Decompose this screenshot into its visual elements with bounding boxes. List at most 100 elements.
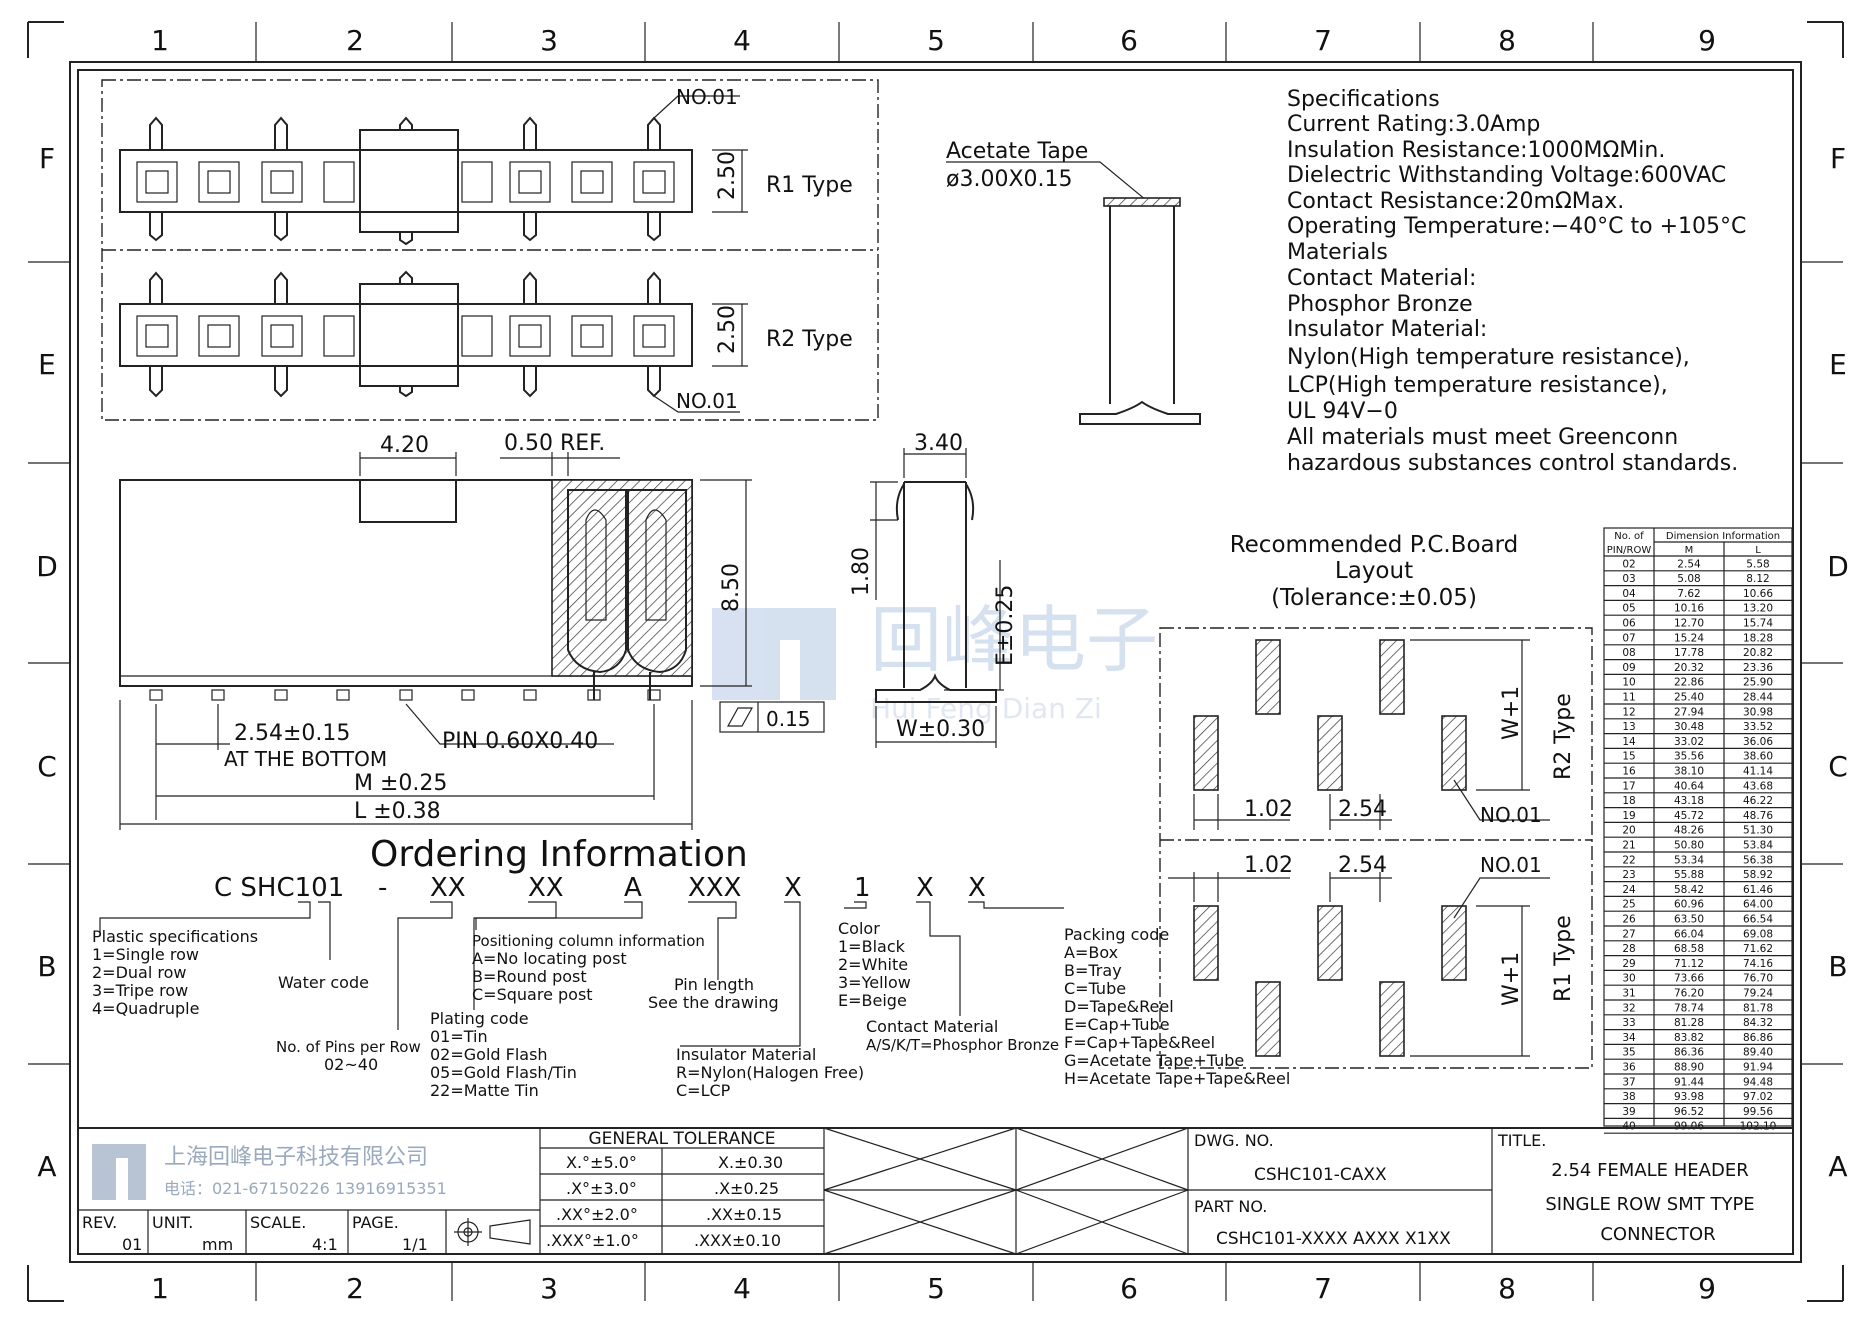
watermark-en: Hui Feng Dian Zi <box>870 692 1102 725</box>
row-label: B <box>37 950 56 983</box>
packing-line: E=Cap+Tube <box>1064 1015 1170 1034</box>
scale-label: SCALE. <box>250 1213 306 1232</box>
title-label: TITLE. <box>1497 1131 1546 1150</box>
r2-w-dim: W+1 <box>1499 686 1524 740</box>
table-cell-l: 46.22 <box>1743 795 1773 807</box>
pcb-r2-label: R2 Type <box>1551 693 1576 780</box>
company-phone: 电话：021-67150226 13916915351 <box>164 1179 447 1198</box>
tape-dim: ø3.00X0.15 <box>946 167 1073 192</box>
tol-angle: .XX°±2.0° <box>556 1205 638 1224</box>
pins-line: 02~40 <box>324 1055 378 1074</box>
table-cell-l: 58.92 <box>1743 869 1773 881</box>
row-label: D <box>1827 550 1849 583</box>
table-cell-l: 81.78 <box>1743 1002 1773 1014</box>
tape-label: Acetate Tape <box>946 139 1088 164</box>
spec-line: Nylon(High temperature resistance), <box>1287 345 1690 370</box>
tol-linear: X.±0.30 <box>718 1153 783 1172</box>
table-cell-pins: 35 <box>1622 1047 1635 1059</box>
unit-value: mm <box>202 1235 233 1254</box>
code-color: 1 <box>854 873 871 903</box>
table-cell-pins: 11 <box>1622 692 1635 704</box>
positioning-line: B=Round post <box>472 967 587 986</box>
table-cell-l: 61.46 <box>1743 884 1773 896</box>
table-cell-pins: 04 <box>1622 588 1636 600</box>
dim-340: 3.40 <box>914 431 963 456</box>
zone-labels: 1 2 3 4 5 6 7 8 9 1 2 3 4 5 6 7 8 9 F E … <box>36 24 1849 1305</box>
insulator-line: C=LCP <box>676 1081 731 1100</box>
spec-line: Contact Material: <box>1287 266 1476 291</box>
table-cell-m: 35.56 <box>1674 751 1704 763</box>
table-cell-l: 8.12 <box>1746 573 1769 585</box>
col-label: 6 <box>1120 24 1138 57</box>
plating-line: 05=Gold Flash/Tin <box>430 1063 577 1082</box>
table-cell-m: 66.04 <box>1674 928 1704 940</box>
code-pin-length: XXX <box>688 873 741 903</box>
r1-no01: NO.01 <box>1480 853 1542 877</box>
table-cell-l: 102.10 <box>1740 1121 1777 1133</box>
plating-line: Plating code <box>430 1009 529 1028</box>
unit-label: UNIT. <box>152 1213 193 1232</box>
table-cell-pins: 25 <box>1622 899 1635 911</box>
packing-line: B=Tray <box>1064 961 1122 980</box>
table-cell-m: 40.64 <box>1674 780 1704 792</box>
table-cell-pins: 02 <box>1622 558 1635 570</box>
dim-420: 4.20 <box>380 433 429 458</box>
pcb-r1-label: R1 Type <box>1551 915 1576 1002</box>
pcb-title-1: Recommended P.C.Board <box>1230 532 1519 558</box>
table-cell-l: 51.30 <box>1743 825 1773 837</box>
table-cell-m: 58.42 <box>1674 884 1704 896</box>
company-name: 上海回峰电子科技有限公司 <box>164 1145 428 1170</box>
table-cell-pins: 29 <box>1622 958 1635 970</box>
tol-angle: .X°±3.0° <box>566 1179 637 1198</box>
r1-dim-254: 2.54 <box>1338 853 1387 878</box>
table-cell-pins: 16 <box>1622 766 1636 778</box>
pin-label: PIN 0.60X0.40 <box>442 729 598 754</box>
dim-180: 1.80 <box>849 547 874 596</box>
col-label: 4 <box>733 1272 751 1305</box>
table-cell-pins: 24 <box>1622 884 1636 896</box>
r1-no01-label: NO.01 <box>676 85 738 109</box>
table-cell-pins: 08 <box>1622 647 1635 659</box>
table-cell-pins: 38 <box>1622 1091 1635 1103</box>
spec-line: Current Rating:3.0Amp <box>1287 112 1540 137</box>
plating-line: 02=Gold Flash <box>430 1045 548 1064</box>
table-head-dim: Dimension Information <box>1666 531 1780 542</box>
r2-type-label: R2 Type <box>766 327 853 352</box>
col-label: 1 <box>151 24 169 57</box>
spec-line: Dielectric Withstanding Voltage:600VAC <box>1287 163 1726 188</box>
projection-symbol-icon <box>454 1218 531 1246</box>
color-line: 1=Black <box>838 937 906 956</box>
plastic-line: Plastic specifications <box>92 927 258 946</box>
table-cell-pins: 12 <box>1622 706 1635 718</box>
pcb-title-2: Layout <box>1335 558 1413 584</box>
dim-850: 8.50 <box>719 563 744 612</box>
table-cell-m: 12.70 <box>1674 618 1704 630</box>
col-label: 9 <box>1698 24 1716 57</box>
row-label: C <box>1828 750 1848 783</box>
table-cell-l: 20.82 <box>1743 647 1773 659</box>
positioning-line: C=Square post <box>472 985 593 1004</box>
table-cell-m: 27.94 <box>1674 706 1704 718</box>
pin-length-line: See the drawing <box>648 993 779 1012</box>
acetate-tape-view: Acetate Tape ø3.00X0.15 <box>946 139 1201 425</box>
r2-dim-254: 2.54 <box>1338 797 1387 822</box>
table-cell-l: 28.44 <box>1743 692 1773 704</box>
table-cell-l: 30.98 <box>1743 706 1773 718</box>
packing-line: H=Acetate Tape+Tape&Reel <box>1064 1069 1290 1088</box>
plating-line: 01=Tin <box>430 1027 488 1046</box>
col-label: 8 <box>1498 1272 1516 1305</box>
table-cell-l: 69.08 <box>1743 928 1773 940</box>
code-packing: X <box>968 873 986 903</box>
table-cell-m: 73.66 <box>1674 973 1704 985</box>
table-cell-l: 43.68 <box>1743 780 1773 792</box>
code-prefix: C SHC101 <box>214 873 344 903</box>
spec-line: Operating Temperature:−40°C to +105°C <box>1287 214 1746 239</box>
page-value: 1/1 <box>402 1235 428 1254</box>
watermark: 回峰电子 Hui Feng Dian Zi <box>712 598 1158 725</box>
r2-dim-250: 2.50 <box>715 305 740 354</box>
r1-row: NO.01 2.50 R1 Type <box>119 85 853 246</box>
at-bottom-label: AT THE BOTTOM <box>224 747 387 771</box>
table-cell-pins: 36 <box>1622 1062 1636 1074</box>
table-cell-pins: 33 <box>1622 1017 1635 1029</box>
